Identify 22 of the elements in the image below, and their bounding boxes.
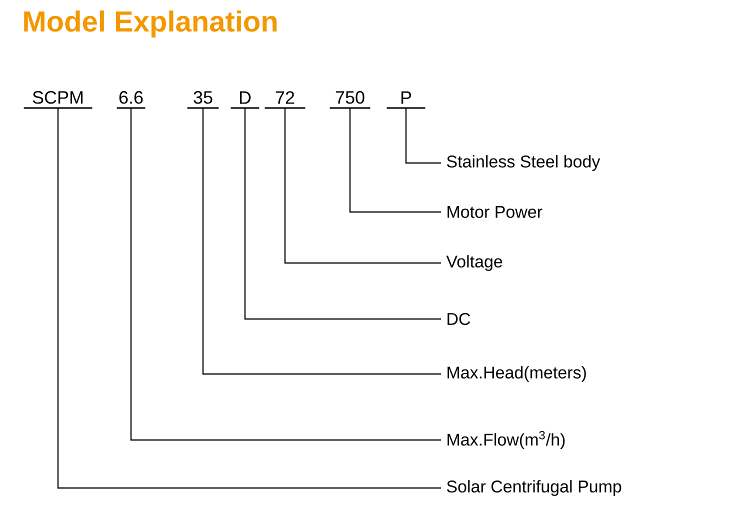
code-segment: 72	[264, 91, 306, 109]
title: Model Explanation	[24, 10, 277, 38]
code-segment: P	[386, 91, 426, 109]
description-text: Solar Centrifugal Pump	[446, 480, 622, 496]
leader-line	[244, 108, 441, 320]
code-segment: SCPM	[24, 91, 92, 109]
code-segment: 6.6	[116, 91, 146, 109]
description-text: DC	[448, 312, 470, 326]
description-text: Voltage	[446, 255, 502, 271]
leader-line	[130, 108, 441, 441]
leader-line	[57, 108, 441, 489]
code-segment: 750	[330, 91, 370, 109]
leader-line	[284, 108, 441, 264]
description-text: Max.Flow(m$^{3}$/h)	[448, 430, 565, 450]
description-text: Stainless Steel body	[446, 155, 600, 171]
leader-line	[202, 108, 441, 375]
code-segment: 35	[187, 91, 219, 109]
leader-line	[405, 108, 441, 164]
leader-line	[349, 108, 441, 213]
code-segment: D	[230, 91, 260, 109]
description-text: Motor Power	[448, 206, 542, 218]
description-text: Max.Head(meters)	[448, 366, 586, 382]
